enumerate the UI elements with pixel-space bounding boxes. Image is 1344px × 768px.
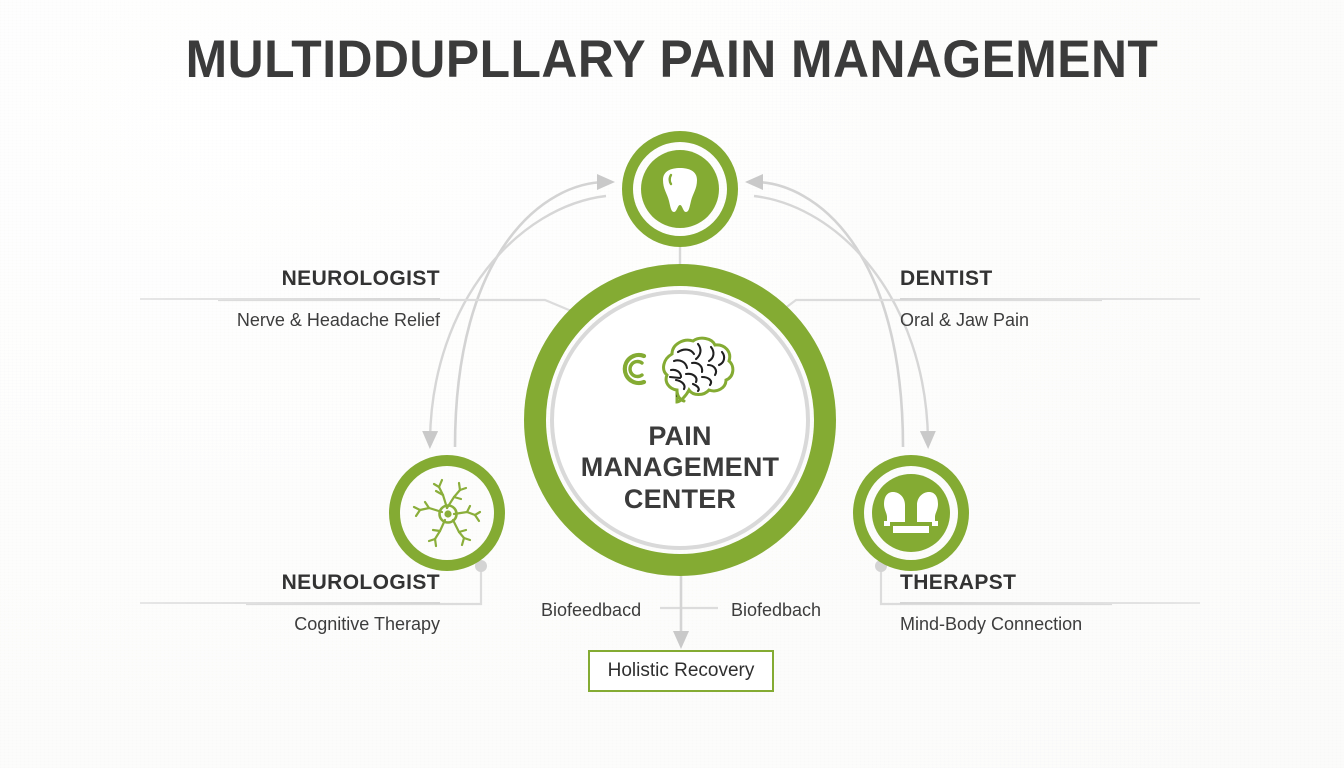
label-subtitle: Nerve & Headache Relief — [236, 310, 440, 330]
node-neurologist-left[interactable] — [389, 455, 505, 571]
label-rule — [140, 298, 440, 300]
label-title: DENTIST — [900, 267, 993, 290]
label-rule — [900, 602, 1200, 604]
node-ring — [853, 455, 969, 571]
tooth-icon — [622, 131, 738, 247]
node-therapist[interactable] — [853, 455, 969, 571]
arc-top-to-right-node — [753, 194, 936, 449]
outcome-box[interactable]: Holistic Recovery — [588, 650, 774, 692]
arc-right-to-top — [745, 174, 905, 448]
label-neurologist-bottom: NEUROLOGIST Cognitive Therapy — [140, 572, 440, 633]
arc-top-to-left-node — [422, 194, 607, 449]
caption-biofeedback-left: Biofeedbacd — [541, 600, 642, 620]
outcome-label: Holistic Recovery — [607, 660, 755, 681]
elbow-therapist — [879, 568, 1112, 606]
caption-biofeedback-right: Biofedbach — [731, 600, 822, 620]
node-dentist[interactable] — [622, 131, 738, 247]
neuron-icon — [389, 455, 505, 571]
label-title: NEUROLOGIST — [281, 571, 440, 594]
brain-icon — [614, 332, 746, 409]
label-title: NEUROLOGIST — [281, 267, 440, 290]
label-subtitle: Mind-Body Connection — [900, 614, 1083, 634]
node-ring — [389, 455, 505, 571]
label-subtitle: Cognitive Therapy — [294, 614, 440, 634]
page-title: MULTIDDUPLLARY PAIN MANAGEMENT — [185, 30, 1159, 89]
two-heads-icon — [853, 455, 969, 571]
pain-management-center-hub[interactable]: PAIN MANAGEMENT CENTER — [524, 264, 836, 576]
hub-inner-ring — [550, 290, 810, 550]
connector-dot-left — [475, 560, 487, 572]
node-ring — [622, 131, 738, 247]
label-title: THERAPST — [900, 571, 1017, 594]
label-rule — [900, 298, 1200, 300]
hub-label: PAIN MANAGEMENT CENTER — [580, 421, 780, 514]
label-therapist: THERAPST Mind-Body Connection — [900, 572, 1200, 633]
label-neurologist-top: NEUROLOGIST Nerve & Headache Relief — [140, 268, 440, 329]
elbow-neurologist-bottom — [246, 568, 483, 606]
arc-left-to-top — [453, 174, 615, 448]
label-subtitle: Oral & Jaw Pain — [900, 310, 1030, 330]
label-dentist: DENTIST Oral & Jaw Pain — [900, 268, 1200, 329]
label-rule — [140, 602, 440, 604]
